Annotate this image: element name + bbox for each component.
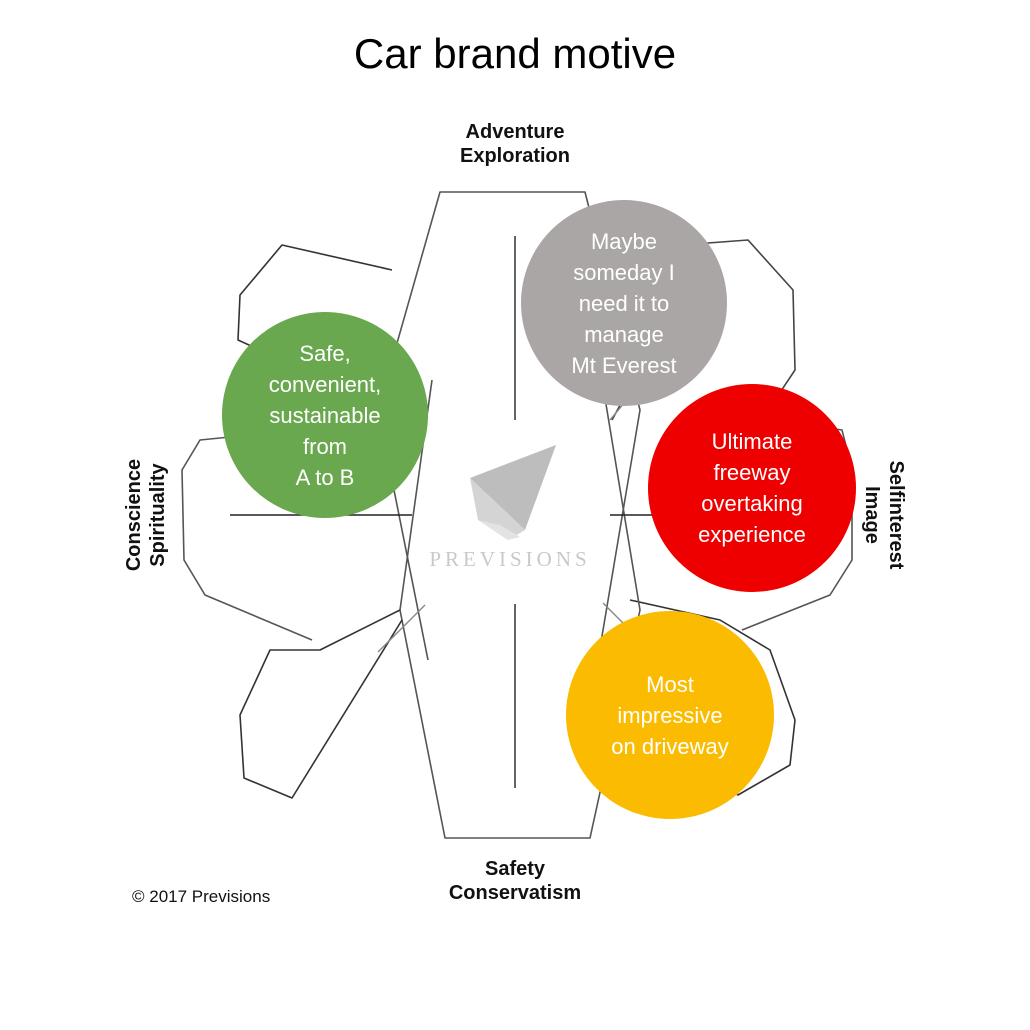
bubble-text-line: freeway — [713, 460, 791, 485]
petal-bottom — [399, 379, 641, 839]
previsions-logo-text: PREVISIONS — [429, 547, 591, 571]
axis-label-right-line: Image — [861, 486, 883, 544]
axis-label-right-line: Selfinterest — [885, 460, 907, 570]
bubble-text-line: need it to — [578, 290, 670, 316]
diag-line-lower-left — [377, 604, 426, 653]
axis-label-bottom-line: Conservatism — [448, 882, 582, 904]
bubble-text-line: impressive — [617, 702, 723, 728]
bubble-text-line: someday I — [573, 259, 675, 285]
bubble-selfinterest: Ultimate freeway overtaking experience — [648, 384, 856, 592]
bubble-text-line: A to B — [295, 464, 355, 490]
petal-left — [181, 429, 313, 641]
bubble-text-line: Most — [646, 671, 694, 697]
bubble-text-line: experience — [698, 522, 806, 547]
petal-lower-left — [239, 609, 403, 799]
axis-label-left: Conscience Spirituality — [122, 395, 170, 635]
axis-label-left-line: Conscience — [123, 458, 145, 572]
bubble-image: Most impressive on driveway — [566, 611, 774, 819]
axis-label-right: Selfinterest Image — [860, 395, 908, 635]
bubble-text-line: Mt Everest — [571, 352, 677, 378]
axis-label-top-line: Adventure — [465, 121, 565, 143]
bubble-conscience: Safe, convenient, sustainable from A to … — [222, 312, 428, 518]
axis-label-bottom: Safety Conservatism — [395, 857, 635, 905]
bubble-text-line: from — [303, 433, 347, 459]
bubble-text-line: Ultimate — [711, 429, 793, 454]
axis-label-bottom-line: Safety — [484, 858, 546, 880]
axis-label-top-line: Exploration — [459, 145, 570, 167]
bubble-text-line: Maybe — [590, 228, 658, 254]
bubble-text-line: convenient, — [268, 371, 382, 397]
axis-label-left-line: Spirituality — [147, 463, 169, 567]
bubble-text-line: manage — [584, 321, 664, 347]
bubble-text-line: on driveway — [611, 733, 729, 759]
previsions-logo-icon — [470, 445, 556, 540]
axis-label-top: Adventure Exploration — [395, 120, 635, 168]
bubble-text-line: overtaking — [701, 491, 803, 516]
bubble-adventure: Maybe someday I need it to manage Mt Eve… — [521, 200, 727, 406]
petal-lower-right — [629, 599, 796, 796]
copyright-notice: © 2017 Previsions — [132, 887, 271, 906]
page-title: Car brand motive — [353, 30, 677, 77]
bubble-text-line: sustainable — [269, 402, 381, 428]
bubble-text-line: Safe, — [299, 340, 351, 366]
